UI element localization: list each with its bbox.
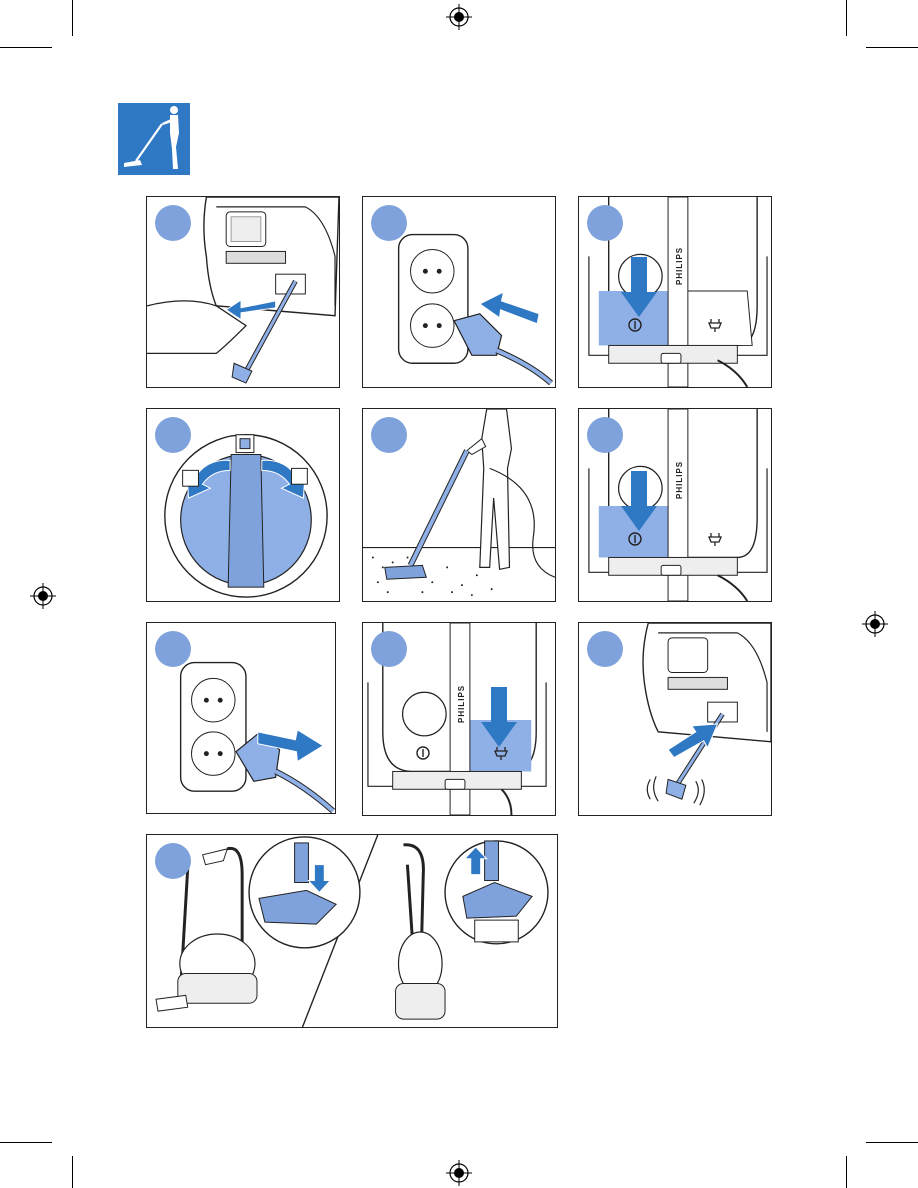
crop-mark <box>72 0 73 36</box>
step-number-badge <box>587 631 623 667</box>
step-8-cord-rewind: PHILIPS <box>362 622 556 816</box>
step-number-badge <box>155 205 191 241</box>
step-number-badge <box>371 205 407 241</box>
step-3-power-on: PHILIPS <box>578 196 772 388</box>
brand-label: PHILIPS <box>675 247 684 285</box>
crop-mark <box>72 1156 73 1188</box>
step-number-badge <box>155 843 191 879</box>
step-10-storage-parking <box>146 834 558 1028</box>
step-6-power-off: PHILIPS <box>578 408 772 602</box>
brand-label: PHILIPS <box>675 461 684 499</box>
step-1-pull-out-cord <box>146 196 340 388</box>
brand-label: PHILIPS <box>457 685 466 723</box>
step-7-unplug <box>146 622 336 814</box>
step-number-badge <box>371 631 407 667</box>
step-number-badge <box>155 417 191 453</box>
step-9-cord-retracts <box>578 622 772 816</box>
registration-mark-icon <box>446 4 472 30</box>
crop-mark <box>866 47 918 48</box>
step-number-badge <box>587 205 623 241</box>
power-on-icon <box>627 531 643 547</box>
step-5-vacuuming <box>362 408 556 602</box>
crop-mark <box>846 1156 847 1188</box>
step-2-plug-in <box>362 196 556 388</box>
power-on-icon <box>415 745 431 761</box>
crop-mark <box>846 0 847 36</box>
crop-mark <box>0 47 52 48</box>
crop-mark <box>866 1142 918 1143</box>
step-4-suction-dial <box>146 408 340 602</box>
plug-icon <box>707 531 723 547</box>
registration-mark-icon <box>862 611 888 637</box>
step-number-badge <box>587 417 623 453</box>
step-number-badge <box>371 417 407 453</box>
registration-mark-icon <box>446 1160 472 1186</box>
person-vacuuming-icon <box>118 103 190 175</box>
registration-mark-icon <box>30 583 56 609</box>
step-number-badge <box>155 631 191 667</box>
plug-icon <box>707 317 723 333</box>
plug-icon <box>493 745 509 761</box>
crop-mark <box>0 1142 52 1143</box>
power-on-icon <box>627 317 643 333</box>
